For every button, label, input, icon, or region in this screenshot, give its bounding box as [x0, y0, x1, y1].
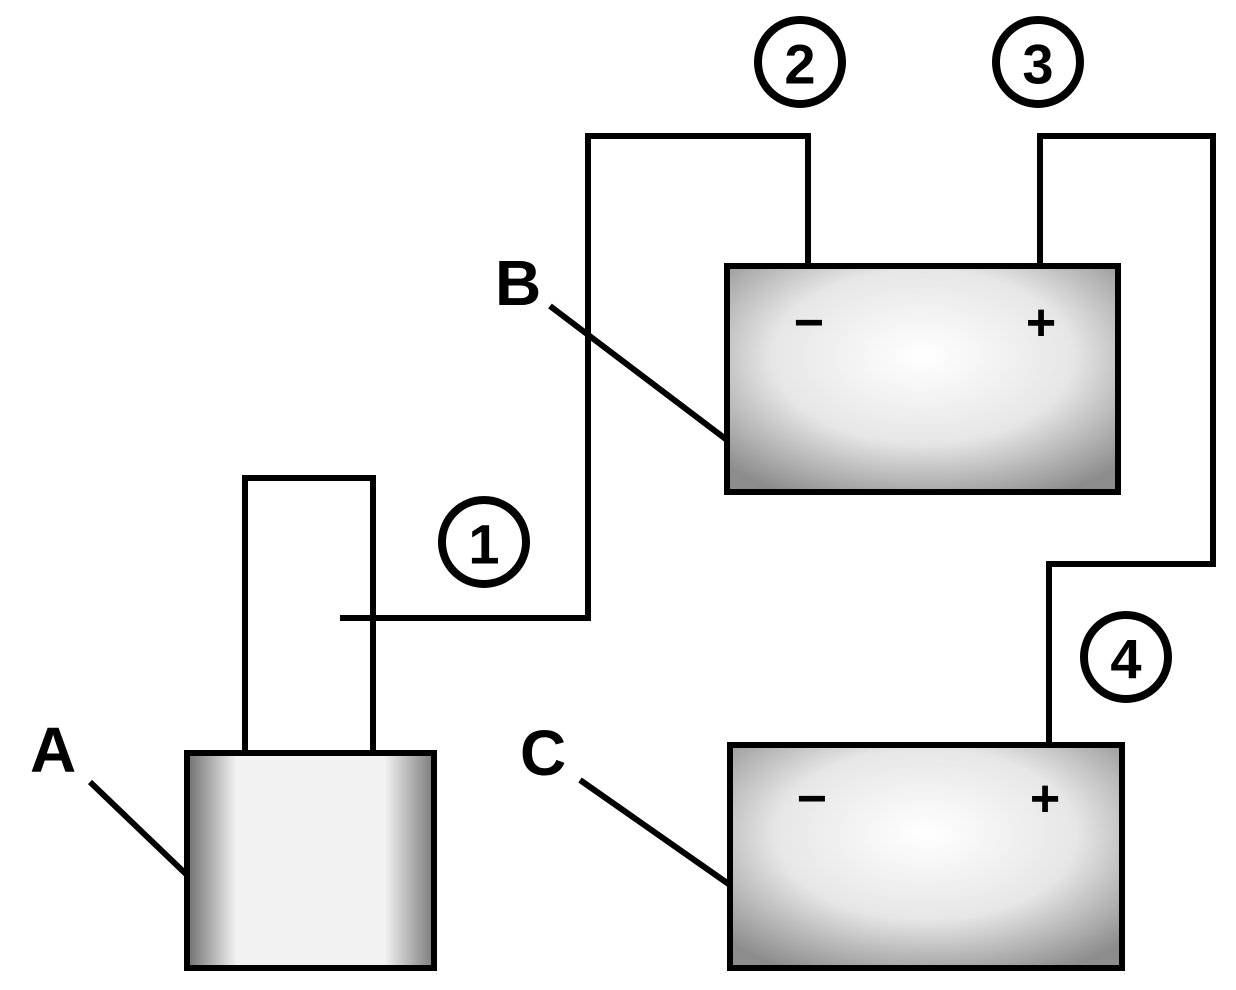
component-a-leader: [87, 779, 190, 878]
component-c-positive-sign: +: [1030, 770, 1060, 828]
callout-4: 4: [1080, 611, 1172, 703]
callout-4-ring: [1080, 611, 1172, 703]
component-b: B − +: [495, 247, 1121, 495]
callout-1: 1: [438, 496, 530, 588]
component-c-label: C: [520, 717, 566, 789]
callout-2: 2: [754, 16, 846, 108]
callout-1-ring: [438, 496, 530, 588]
callout-1-number: 1: [468, 513, 499, 576]
callout-4-number: 4: [1110, 628, 1141, 691]
component-b-leader: [548, 303, 729, 443]
component-b-label: B: [495, 247, 541, 319]
wire-3-4: [1037, 133, 1216, 748]
wire-1: [340, 133, 811, 621]
component-a-body: [184, 750, 437, 971]
wire-a-loop: [242, 475, 376, 753]
callout-2-ring: [754, 16, 846, 108]
component-c: C − +: [520, 717, 1125, 971]
component-c-leader: [578, 777, 732, 888]
callout-3-ring: [992, 16, 1084, 108]
callout-3-number: 3: [1022, 33, 1053, 96]
component-a: A: [30, 714, 437, 971]
component-b-negative-sign: −: [794, 294, 824, 352]
callout-2-number: 2: [784, 33, 815, 96]
callout-3: 3: [992, 16, 1084, 108]
component-b-positive-sign: +: [1026, 294, 1056, 352]
component-a-label: A: [30, 714, 76, 786]
wires: [242, 133, 1216, 753]
component-c-negative-sign: −: [797, 770, 827, 828]
component-b-body: [724, 263, 1121, 495]
component-c-body: [727, 742, 1125, 971]
